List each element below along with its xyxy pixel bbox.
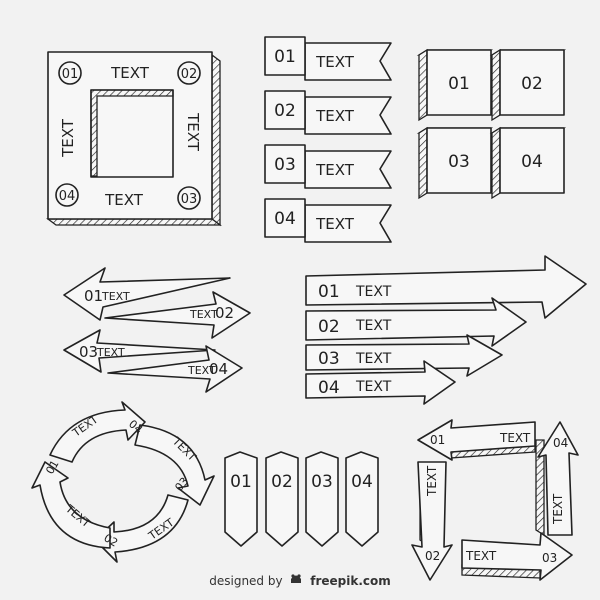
loop-arrow-right: TEXT 04 (535, 421, 579, 537)
loop-arrow-top: TEXT 01 (417, 419, 536, 461)
stacked-number-03: 03 (318, 349, 340, 369)
ribbon-item-01: 01 TEXT (264, 36, 392, 81)
stacked-label-02: TEXT (355, 318, 392, 334)
loop-arrow-bottom: TEXT 03 (461, 532, 573, 581)
stacked-number-01: 01 (318, 282, 340, 302)
ribbon-label-02: TEXT (315, 107, 355, 125)
frame-label-bottom: TEXT (104, 191, 144, 209)
bookmark-04: 04 (345, 451, 379, 547)
frame-number-03: 03 (181, 192, 198, 207)
crossing-arrow-04: TEXT 04 (107, 345, 243, 393)
stacked-arrow-02: 02 TEXT (305, 297, 527, 347)
crossing-number-03: 03 (79, 343, 98, 361)
ribbon-label-01: TEXT (315, 53, 355, 71)
crossing-arrows: 01 TEXT TEXT 02 03 TEXT TEXT 04 (63, 267, 251, 393)
stacked-arrow-01: 01 TEXT (305, 255, 587, 319)
frame-label-top: TEXT (110, 64, 150, 82)
tile-number-01: 01 (448, 74, 470, 94)
loop-label-left: TEXT (425, 465, 439, 497)
crossing-number-04: 04 (209, 360, 228, 378)
credit-line: designed by freepik.com (0, 573, 600, 588)
bookmark-number-01: 01 (230, 472, 252, 492)
loop-label-top: TEXT (499, 431, 531, 445)
ribbon-number-01: 01 (274, 47, 296, 67)
ribbon-label-03: TEXT (315, 161, 355, 179)
frame-box: 01 02 04 03 TEXT TEXT TEXT TEXT (46, 51, 222, 227)
bookmark-01: 01 (224, 451, 258, 547)
loop-label-right: TEXT (551, 493, 565, 525)
cycle-arrow-bottom (94, 494, 189, 563)
cycle-arrow-left (31, 461, 111, 549)
stacked-number-02: 02 (318, 317, 340, 337)
crossing-label-03: TEXT (96, 346, 125, 359)
frame-badge-01: 01 (58, 61, 82, 85)
stacked-label-01: TEXT (355, 284, 392, 300)
ribbon-item-04: 04 TEXT (264, 198, 392, 243)
cycle-arrow-right (134, 424, 215, 506)
ribbon-number-03: 03 (274, 155, 296, 175)
tile-01: 01 (416, 48, 494, 122)
tile-number-03: 03 (448, 152, 470, 172)
bookmark-number-02: 02 (271, 472, 293, 492)
frame-badge-03: 03 (177, 186, 201, 210)
ribbon-item-02: 02 TEXT (264, 90, 392, 135)
frame-number-02: 02 (181, 67, 198, 82)
loop-arrow-left: TEXT 02 (411, 461, 453, 581)
ribbon-item-03: 03 TEXT (264, 144, 392, 189)
stacked-arrows: 01 TEXT 02 TEXT 03 TEXT 04 TEXT (305, 255, 587, 405)
crossing-arrow-02: TEXT 02 (104, 291, 251, 339)
tile-number-04: 04 (521, 152, 543, 172)
tile-04: 04 (489, 126, 567, 200)
frame-label-right: TEXT (184, 112, 202, 152)
bookmarks: 01 02 03 04 (224, 451, 379, 547)
cycle: TEXT 04 TEXT 03 TEXT 02 TEXT 01 (31, 401, 215, 563)
tile-02: 02 (489, 48, 567, 122)
frame-badge-04: 04 (55, 183, 79, 207)
crossing-arrow-01: 01 TEXT (63, 267, 231, 321)
crossing-number-01: 01 (84, 287, 103, 305)
loop-number-01: 01 (430, 433, 445, 447)
crossing-arrow-03: 03 TEXT (63, 329, 216, 373)
tile-03: 03 (416, 126, 494, 200)
credit-prefix: designed by (209, 574, 283, 588)
bookmark-02: 02 (265, 451, 299, 547)
loop-label-bottom: TEXT (465, 549, 497, 563)
square-loop: TEXT 01 TEXT 04 TEXT 03 TEXT 02 (411, 419, 579, 581)
bookmark-number-04: 04 (351, 472, 373, 492)
cycle-arrow-top (49, 401, 146, 463)
tile-grid: 01 02 03 04 (416, 48, 567, 200)
crossing-number-02: 02 (215, 304, 234, 322)
frame-badge-02: 02 (177, 61, 201, 85)
crossing-label-02: TEXT (189, 308, 218, 321)
crossing-label-01: TEXT (101, 290, 130, 303)
cycle-number-01: 01 (43, 458, 61, 477)
credit-brand[interactable]: freepik.com (310, 574, 391, 588)
stacked-number-04: 04 (318, 378, 340, 398)
frame-label-left: TEXT (59, 118, 77, 158)
frame-number-04: 04 (59, 189, 76, 204)
stacked-label-03: TEXT (355, 351, 392, 367)
ribbon-list: 01 TEXT 02 TEXT 03 TEXT 04 TEXT (264, 36, 392, 243)
crossing-label-04: TEXT (187, 364, 216, 377)
loop-number-04: 04 (553, 436, 568, 450)
bookmark-number-03: 03 (311, 472, 333, 492)
frame-number-01: 01 (62, 67, 79, 82)
stacked-arrow-04: 04 TEXT (305, 360, 456, 405)
loop-number-02: 02 (425, 549, 440, 563)
stacked-arrow-03: 03 TEXT (305, 334, 503, 377)
tile-number-02: 02 (521, 74, 543, 94)
stacked-label-04: TEXT (355, 379, 392, 395)
bookmark-03: 03 (305, 451, 339, 547)
cycle-number-02: 02 (102, 531, 121, 549)
freepik-logo-icon (289, 573, 303, 588)
ribbon-label-04: TEXT (315, 215, 355, 233)
ribbon-number-02: 02 (274, 101, 296, 121)
loop-number-03: 03 (542, 551, 557, 565)
ribbon-number-04: 04 (274, 209, 296, 229)
